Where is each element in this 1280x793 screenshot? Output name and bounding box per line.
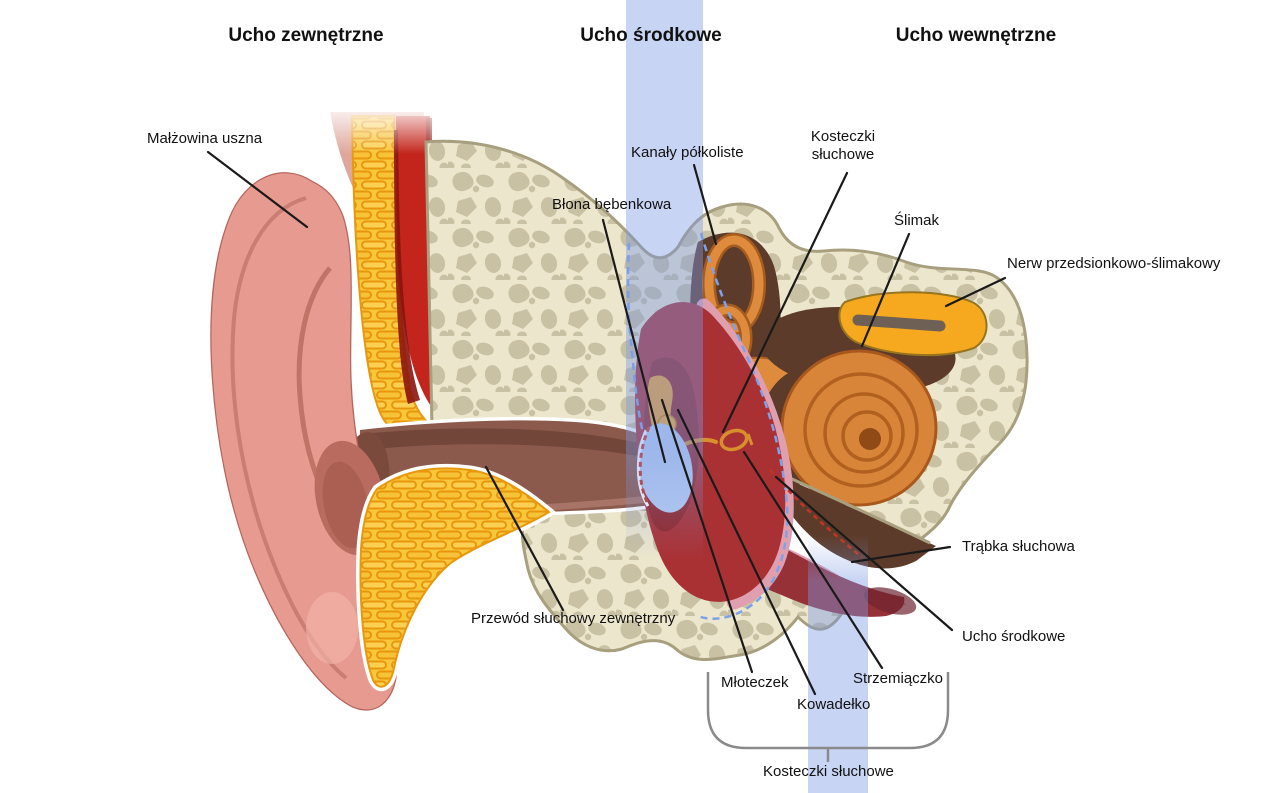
middle-ear-section-band-top [626,0,703,560]
label-malleus: Młoteczek [721,674,789,691]
leader-middle-ear [774,475,954,632]
middle-ear-dashed-lower [769,469,863,558]
earlobe-highlight [306,592,358,664]
leader-pinna [206,150,309,229]
leader-stapes [742,450,884,670]
label-middle-ear: Ucho środkowe [962,628,1066,645]
label-ear-canal: Przewód słuchowy zewnętrzny [471,610,676,627]
petrous-recess [781,476,936,569]
middle-ear-dashed-right [696,232,789,620]
label-semicircular-canals: Kanały półkoliste [631,144,744,161]
label-eardrum: Błona bębenkowa [552,196,672,213]
label-incus: Kowadełko [797,696,871,713]
helix-fold [230,196,348,680]
ossicles-bracket [706,672,950,762]
label-stapes: Strzemiączko [853,670,944,687]
leader-eardrum [601,218,667,464]
fat-tissue-lower [356,463,557,692]
stapes [719,428,749,452]
label-eustachian-tube: Trąbka słuchowa [962,538,1075,555]
leader-malleus [660,398,754,674]
leader-lines [206,150,1007,696]
antihelix-fold [296,266,332,500]
middle-ear-section-band-bottom [808,535,868,793]
section-header-inner-ear: Ucho wewnętrzne [895,25,1057,46]
bone-edge [780,472,931,545]
label-cochlea: Ślimak [894,212,940,229]
leader-eustachian [850,545,952,564]
section-header-outer-ear: Ucho zewnętrzne [228,25,384,46]
section-header-middle-ear: Ucho środkowe [580,25,722,46]
leader-semicircular [692,163,718,246]
leader-nerve [944,276,1007,308]
soft-top-edge [316,102,438,154]
label-pinna: Małżowina uszna [147,130,263,147]
label-ossicles-top: Kosteczki słuchowe [810,128,876,163]
leader-ossicles-top [721,171,849,434]
leader-cochlea [860,232,911,348]
label-vestibulocochlear-nerve: Nerw przedsionkowo-ślimakowy [1007,255,1221,272]
leader-ear-canal [484,465,565,612]
label-ossicles-bottom: Kosteczki słuchowe [763,763,894,780]
leader-incus [676,408,817,696]
